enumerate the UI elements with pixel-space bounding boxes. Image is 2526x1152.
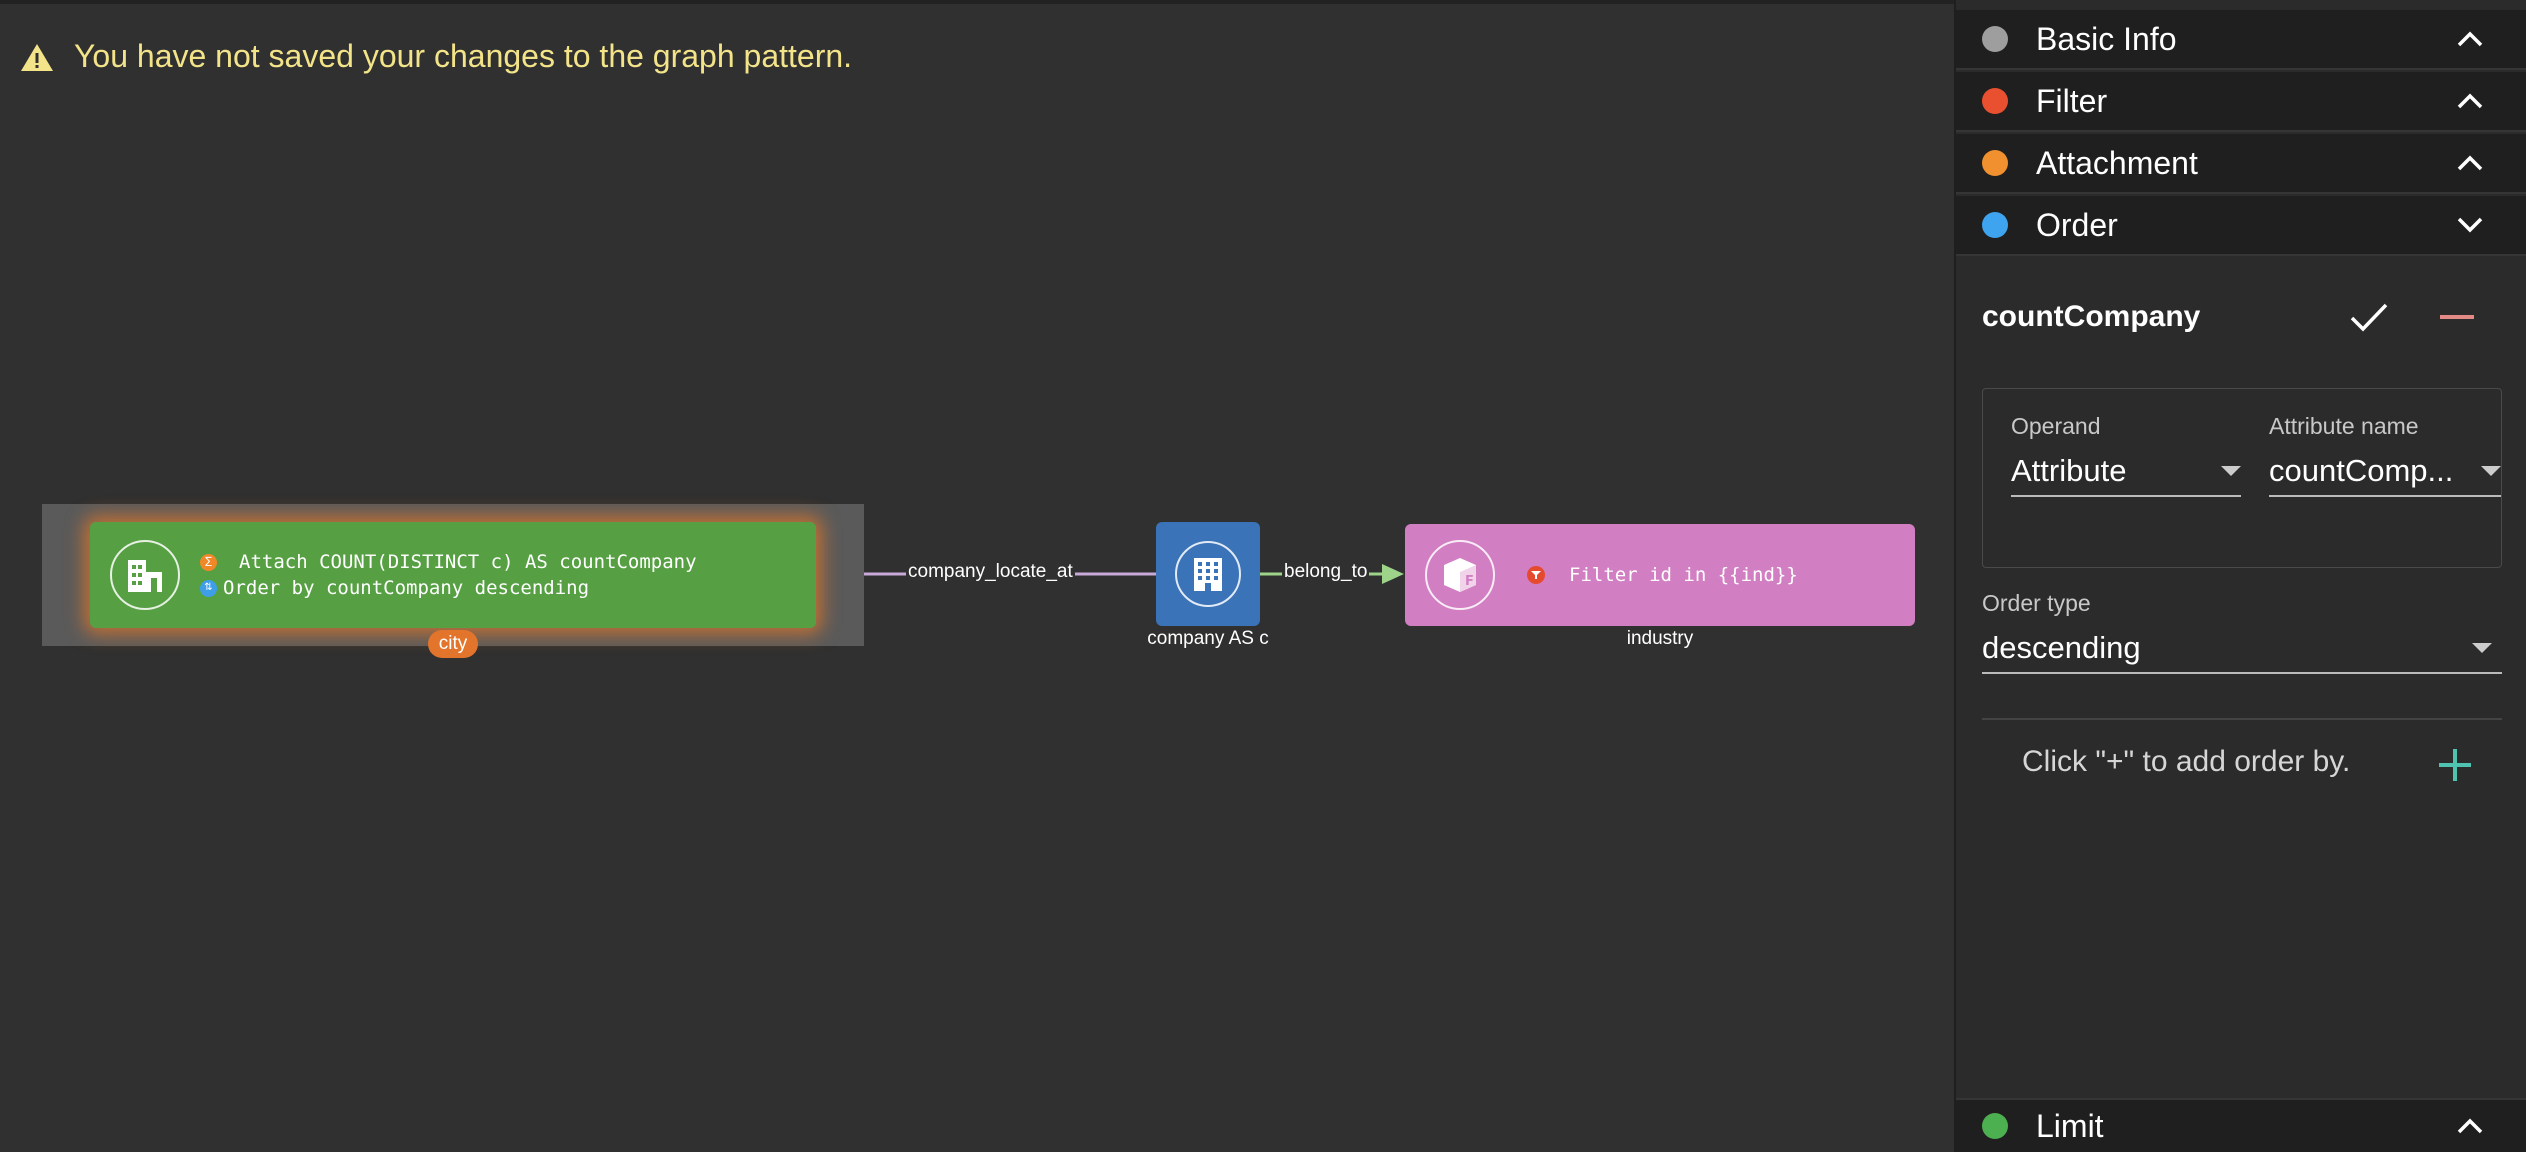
operand-select[interactable]: Attribute (2011, 447, 2241, 497)
chevron-up-icon[interactable] (2450, 1106, 2490, 1146)
city-order-text: Order by countCompany descending (223, 577, 590, 599)
dropdown-caret-icon (2481, 466, 2501, 476)
attachment-dot-icon (1982, 150, 2008, 176)
property-panel: Basic Info Filter Attachment Order count… (1954, 0, 2526, 1152)
order-type-label: Order type (1982, 590, 2091, 616)
city-buildings-icon (110, 540, 180, 610)
attribute-name-label: Attribute name (2269, 413, 2419, 439)
city-node-label: city (428, 630, 478, 658)
dropdown-caret-icon (2472, 643, 2492, 653)
confirm-order-button[interactable] (2346, 294, 2392, 340)
attribute-name-value: countComp... (2269, 453, 2454, 488)
order-type-value: descending (1982, 630, 2141, 665)
section-title-filter: Filter (2036, 82, 2108, 119)
section-title-basic-info: Basic Info (2036, 20, 2177, 57)
section-limit[interactable]: Limit (1956, 1098, 2526, 1152)
section-title-order: Order (2036, 206, 2118, 243)
filter-badge-icon (1527, 566, 1545, 584)
chevron-down-icon[interactable] (2450, 205, 2490, 245)
dropdown-caret-icon (2221, 466, 2241, 476)
filter-dot-icon (1982, 88, 2008, 114)
limit-dot-icon (1982, 1113, 2008, 1139)
graph-canvas[interactable]: You have not saved your changes to the g… (0, 0, 1953, 1152)
svg-text:F: F (1465, 574, 1474, 589)
order-badge-icon: ⇅ (200, 579, 217, 597)
section-order[interactable]: Order (1956, 196, 2526, 256)
node-city[interactable]: ∑ Attach COUNT(DISTINCT c) AS countCompa… (90, 522, 816, 628)
unsaved-warning: You have not saved your changes to the g… (20, 38, 852, 75)
node-industry[interactable]: F Filter id in {{ind}} (1405, 524, 1915, 626)
section-attachment[interactable]: Attachment (1956, 134, 2526, 194)
add-order-hint: Click "+" to add order by. (2022, 745, 2351, 778)
basic-info-dot-icon (1982, 26, 2008, 52)
city-attach-text: Attach COUNT(DISTINCT c) AS countCompany (239, 551, 697, 573)
company-node-label: company AS c (1147, 628, 1269, 649)
add-order-button[interactable] (2430, 740, 2480, 790)
chevron-up-icon[interactable] (2450, 143, 2490, 183)
node-company[interactable] (1156, 522, 1260, 626)
edge-arrowhead-industry (1382, 564, 1404, 584)
section-filter[interactable]: Filter (1956, 72, 2526, 132)
operand-label: Operand (2011, 413, 2101, 439)
top-border (0, 0, 2526, 4)
section-title-attachment: Attachment (2036, 144, 2198, 181)
section-title-limit: Limit (2036, 1107, 2104, 1144)
warning-icon (21, 43, 53, 71)
attachment-badge-icon: ∑ (200, 553, 217, 571)
industry-box-icon: F (1425, 540, 1495, 610)
plus-icon (2439, 749, 2471, 781)
order-divider (1982, 718, 2502, 720)
order-dot-icon (1982, 212, 2008, 238)
chevron-up-icon[interactable] (2450, 19, 2490, 59)
operand-value: Attribute (2011, 453, 2127, 488)
check-icon (2350, 303, 2388, 332)
attribute-name-select[interactable]: countComp... (2269, 447, 2501, 497)
order-type-select[interactable]: descending (1982, 624, 2502, 674)
edge-label-company-locate-at: company_locate_at (906, 561, 1075, 583)
remove-order-button[interactable] (2434, 294, 2480, 340)
section-basic-info[interactable]: Basic Info (1956, 10, 2526, 70)
chevron-up-icon[interactable] (2450, 81, 2490, 121)
office-building-icon (1175, 541, 1241, 607)
industry-filter-text: Filter id in {{ind}} (1569, 564, 1798, 586)
edge-label-belong-to: belong_to (1282, 561, 1370, 583)
operand-box: Operand Attribute Attribute name countCo… (1982, 388, 2502, 568)
industry-node-label: industry (1626, 628, 1694, 649)
minus-icon (2440, 315, 2474, 319)
warning-text: You have not saved your changes to the g… (74, 38, 853, 74)
order-item-title: countCompany (1982, 300, 2201, 333)
